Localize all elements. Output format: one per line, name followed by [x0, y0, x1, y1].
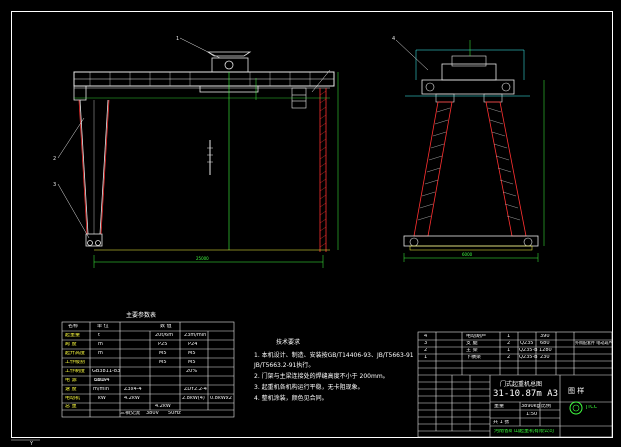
- dimension-lines: [74, 72, 339, 268]
- parts-row-material: Q235-B: [519, 355, 538, 360]
- notes-line: 3. 起重机各机构运行平稳，无卡阻现象。: [254, 384, 364, 391]
- params-row-unit: m/min: [93, 387, 109, 392]
- params-v2: M5: [188, 360, 196, 365]
- notes-line: JB/T5663.2-91执行。: [254, 362, 315, 369]
- params-v2: 20%: [186, 369, 198, 374]
- notes-line: 1. 本机设计、制造、安装按GB/T14406-93、JB/T5663-91: [254, 352, 414, 359]
- side-outline: [405, 49, 530, 97]
- side-legs: [413, 101, 527, 237]
- params-v1: M5: [159, 360, 167, 365]
- scale-value: 1:50: [526, 412, 538, 417]
- params-table-grid: [61, 321, 235, 418]
- params-footer-power: 三相交流: [120, 411, 141, 416]
- sheet-count: 共 1 张: [493, 420, 510, 425]
- corner-mark: Y: [29, 441, 34, 447]
- params-footer-voltage: 380V: [146, 411, 159, 416]
- params-right: ZDY2.2-4: [184, 387, 207, 392]
- weight-value: 3890kg: [521, 404, 540, 409]
- parts-row-note: 外购配套件 电动葫芦: [575, 341, 613, 345]
- notes-line: 2. 门架与主梁连接处的焊缝高度不小于 200mm。: [254, 373, 389, 380]
- parts-row-no: 1: [424, 355, 428, 360]
- params-header-name: 名称: [68, 324, 79, 329]
- params-header-unit: 单 位: [97, 324, 109, 329]
- parts-row-qty: 1: [507, 334, 511, 339]
- parts-row-qty: 1: [507, 348, 511, 353]
- params-right: 0.8kWx2: [210, 396, 232, 401]
- params-table-title: 主要参数表: [126, 312, 157, 319]
- params-row-unit: m: [98, 342, 103, 347]
- parts-row-no: 4: [424, 334, 428, 339]
- params-footer-freq: 50Hz: [168, 411, 181, 416]
- parts-row-qty: 2: [507, 341, 511, 346]
- params-header-value: 数 值: [160, 324, 172, 329]
- parts-row-weight: 390: [540, 334, 550, 339]
- drawing-code: 31-10.87m A3: [493, 389, 559, 399]
- base-dimension-text: 6000: [462, 252, 473, 257]
- callout-2: 2: [53, 156, 56, 162]
- parts-row-name: 支 腿: [466, 341, 478, 346]
- params-model: Z3x4-4: [124, 387, 142, 392]
- parts-row-name: 电动葫芦: [466, 334, 487, 339]
- span-dimension-text: 25000: [196, 256, 209, 261]
- params-right: 2.8kW(4): [182, 396, 205, 401]
- params-row-label: 总 重: [65, 404, 77, 409]
- params-v1: M5: [159, 351, 167, 356]
- parts-row-name: 下横梁: [466, 355, 482, 360]
- params-row-unit: t: [98, 333, 100, 338]
- params-v1: 20t/6m: [155, 333, 174, 338]
- notes-line: 4. 整机涂装，颜色见合同。: [254, 395, 328, 402]
- parts-row-material: Q235: [520, 341, 534, 346]
- params-model: 4.2kW: [124, 396, 140, 401]
- params-row-label: 速 度: [65, 387, 77, 392]
- params-row-label: 跨 度: [65, 342, 77, 347]
- company-logo-text: JTCC: [586, 405, 598, 410]
- drawing-border: [11, 11, 613, 438]
- company-logo: [569, 401, 583, 415]
- parts-row-material: Q235-B: [519, 348, 538, 353]
- drawing-stage: 图 样: [568, 387, 585, 395]
- params-v1: 4.2kW: [155, 404, 171, 409]
- params-row-label: 起重量: [65, 333, 81, 338]
- scale-label: 比例: [541, 404, 552, 409]
- parts-row-no: 3: [424, 341, 428, 346]
- front-elevation-view: 1 2 3 25000: [53, 36, 339, 268]
- notes-title: 技术要求: [276, 339, 301, 346]
- side-top-beam: [421, 79, 515, 95]
- drawing-title: 门式起重机总图: [500, 381, 543, 388]
- params-v2: M5: [188, 351, 196, 356]
- weight-label: 重量: [494, 404, 505, 409]
- params-v2: P24: [188, 342, 198, 347]
- params-row-label: 工作制度: [65, 369, 86, 374]
- parts-row-no: 2: [424, 348, 428, 353]
- params-row-label: 电 源: [65, 378, 77, 383]
- parts-row-name: 主 梁: [466, 348, 478, 353]
- parts-row-qty: 2: [507, 355, 511, 360]
- side-bottom-beam: [403, 235, 539, 247]
- params-v1: P25: [158, 342, 168, 347]
- params-row-unit: m: [98, 351, 103, 356]
- params-row-label: 电动机: [65, 396, 81, 401]
- callout-4: 4: [392, 36, 395, 42]
- params-row-unit: 380V: [94, 378, 107, 383]
- callout-1: 1: [176, 36, 179, 42]
- params-row-label: 起升高度: [65, 351, 86, 356]
- params-v2: 23m/min: [184, 333, 207, 338]
- side-elevation-view: 4 6000: [392, 36, 545, 262]
- right-support-column: [319, 88, 327, 252]
- parts-row-weight: 1280: [539, 348, 552, 353]
- title-block-grid: [417, 331, 613, 438]
- parts-row-weight: 230: [540, 355, 550, 360]
- callout-3: 3: [53, 182, 56, 188]
- params-model: CD1-4: [94, 378, 110, 383]
- params-model: GB3811-83: [92, 369, 121, 374]
- params-row-unit: kW: [98, 396, 106, 401]
- parts-row-weight: 680: [540, 341, 550, 346]
- params-row-label: 工作级别: [65, 360, 86, 365]
- left-leg: [79, 99, 109, 247]
- company-name: 河南省矿山起重机有限公司: [494, 429, 555, 434]
